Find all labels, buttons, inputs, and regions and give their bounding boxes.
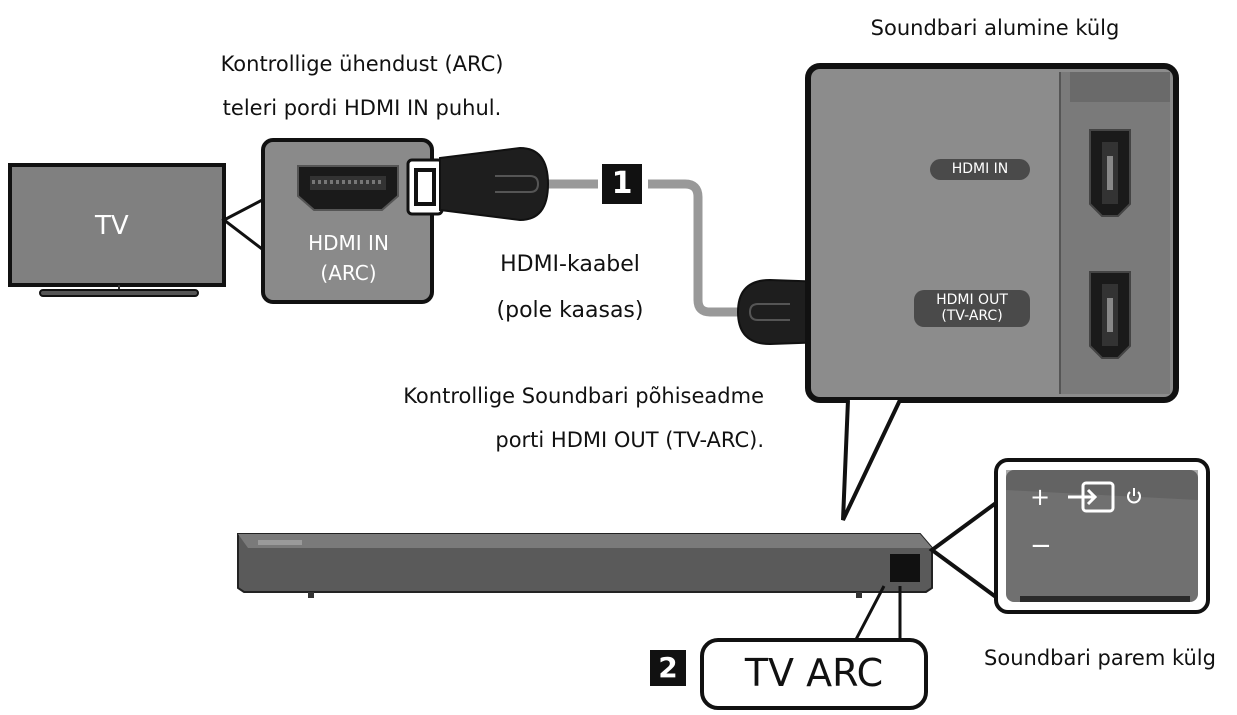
tv-arc-check-line1: Kontrollige ühendust (ARC) bbox=[220, 52, 504, 76]
tv-illustration bbox=[8, 163, 226, 297]
soundbar-right-label: Soundbari parem külg bbox=[984, 646, 1216, 670]
soundbar-body bbox=[237, 533, 933, 598]
tv-port-label-line1: HDMI IN bbox=[308, 231, 389, 255]
hdmi-out-port bbox=[1089, 271, 1131, 359]
soundbar-bottom-label: Soundbari alumine külg bbox=[870, 16, 1120, 40]
hdmi-out-label-line2: (TV-ARC) bbox=[914, 308, 1030, 327]
tv-arc-display-text: TV ARC bbox=[744, 651, 884, 695]
hdmi-in-label: HDMI IN bbox=[930, 159, 1030, 180]
hdmi-out-label-line1: HDMI OUT bbox=[914, 290, 1030, 309]
tv-arc-check-line2: teleri pordi HDMI IN puhul. bbox=[222, 96, 502, 120]
soundbar-port-check-line2: porti HDMI OUT (TV-ARC). bbox=[495, 428, 764, 452]
tv-hdmi-port-box bbox=[261, 138, 434, 304]
tv-label: TV bbox=[95, 211, 129, 241]
soundbar-right-panel bbox=[994, 458, 1210, 614]
step-2-number: 2 bbox=[658, 651, 678, 684]
step-1-badge: 1 bbox=[602, 164, 642, 204]
tv-port-label-line2: (ARC) bbox=[320, 261, 377, 285]
tv-callout-wedge bbox=[221, 195, 268, 256]
soundbar-right-callout-wedge bbox=[928, 496, 1002, 604]
step-2-badge bbox=[650, 650, 686, 686]
plus-button[interactable]: + bbox=[1030, 483, 1051, 511]
soundbar-bottom-callout-edge bbox=[841, 399, 902, 521]
cable-label-line1: HDMI-kaabel bbox=[500, 252, 640, 277]
tv-arc-display-box bbox=[700, 638, 928, 710]
minus-button[interactable]: − bbox=[1030, 531, 1052, 561]
soundbar-display-window bbox=[890, 554, 920, 582]
soundbar-port-check-line1: Kontrollige Soundbari põhiseadme bbox=[403, 384, 764, 408]
hdmi-in-port bbox=[1089, 129, 1131, 217]
soundbar-bottom-panel bbox=[805, 63, 1179, 403]
source-input-icon bbox=[1068, 481, 1115, 513]
cable-label-line2: (pole kaasas) bbox=[496, 298, 644, 323]
power-icon bbox=[1127, 488, 1141, 504]
